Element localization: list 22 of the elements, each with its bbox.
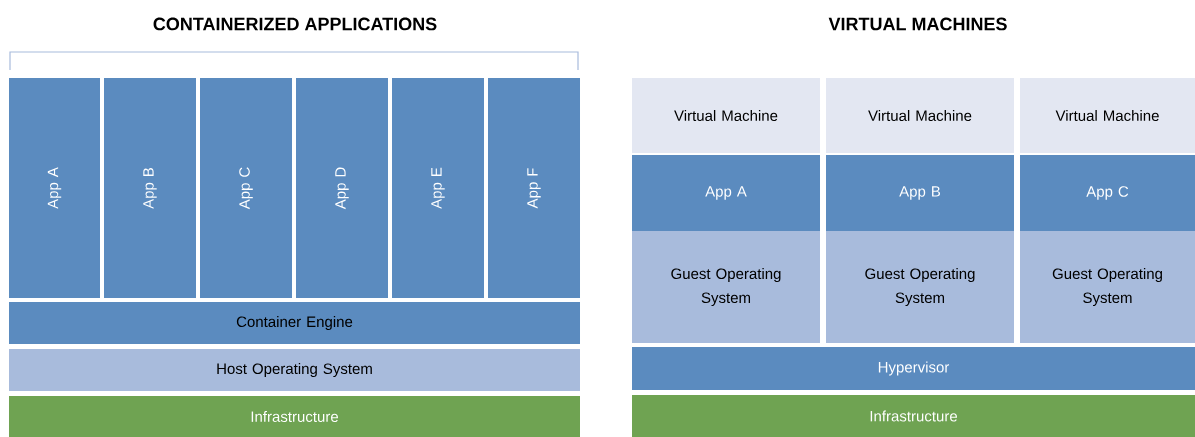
os-box: Guest Operating System xyxy=(632,231,820,343)
hypervisor-layer: Hypervisor xyxy=(632,347,1195,390)
vm-box: Virtual Machine xyxy=(632,78,820,153)
app-box: App C xyxy=(1020,155,1195,231)
app-box: App B xyxy=(826,155,1014,231)
app-column: App A xyxy=(9,78,100,298)
os-box: Guest Operating System xyxy=(1020,231,1195,343)
app-column: App C xyxy=(200,78,292,298)
app-column: App D xyxy=(296,78,388,298)
os-layer: Host Operating System xyxy=(9,349,580,391)
app-column: App B xyxy=(104,78,196,298)
heading: CONTAINERIZED APPLICATIONS xyxy=(153,17,437,31)
os-box: Guest Operating System xyxy=(826,231,1014,343)
app-box: App A xyxy=(632,155,820,231)
infrastructure-layer: Infrastructure xyxy=(9,396,580,437)
vm-box: Virtual Machine xyxy=(826,78,1014,153)
app-column: App E xyxy=(392,78,484,298)
heading: VIRTUAL MACHINES xyxy=(828,17,1007,31)
vm-box: Virtual Machine xyxy=(1020,78,1195,153)
app-column: App F xyxy=(488,78,580,298)
engine-layer: Container Engine xyxy=(9,302,580,344)
infrastructure-layer: Infrastructure xyxy=(632,395,1195,437)
